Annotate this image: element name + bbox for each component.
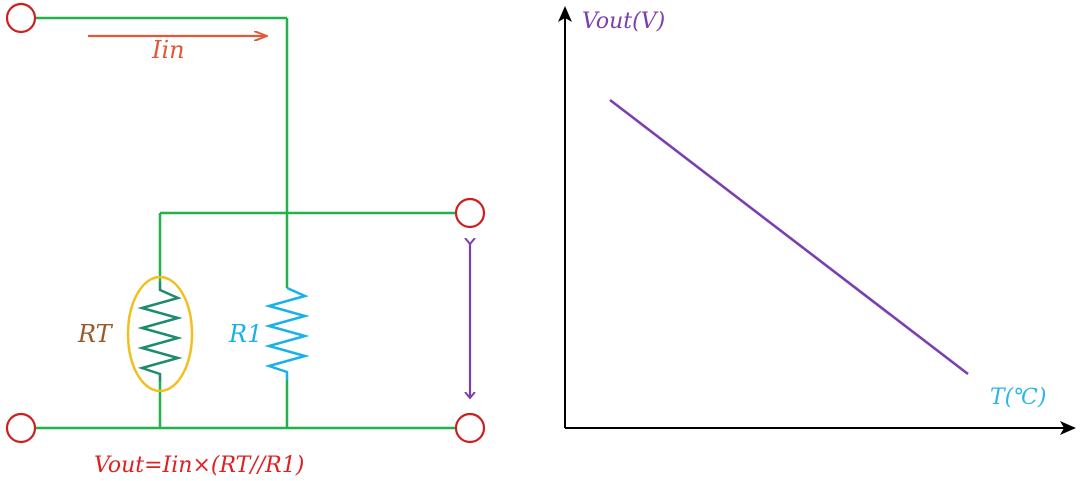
resistor-label: R1 <box>228 320 262 348</box>
chart-y-axis-label: Vout(V) <box>582 9 665 34</box>
thermistor-zigzag-icon <box>137 282 183 381</box>
thermistor-ring-icon <box>126 275 194 393</box>
wires <box>36 16 455 430</box>
output-formula: Vout=Iin×(RT//R1) <box>94 453 304 478</box>
thermistor-rt <box>126 275 194 393</box>
chart-series-line <box>609 98 969 376</box>
terminal-input-bottom <box>5 412 37 444</box>
chart-x-axis-label: T(℃) <box>990 385 1046 410</box>
terminal-input-top <box>5 2 37 34</box>
resistor-r1-zigzag-icon <box>264 286 310 380</box>
chart: Vout(V) T(℃) <box>558 6 1076 435</box>
current-label: Iin <box>151 36 185 64</box>
thermistor-label: RT <box>77 320 114 348</box>
terminal-output-top <box>454 197 486 229</box>
terminals <box>5 2 486 444</box>
terminal-output-bottom <box>454 412 486 444</box>
circuit: Iin RT R1 Vout=Iin×(RT//R1) <box>5 2 486 478</box>
